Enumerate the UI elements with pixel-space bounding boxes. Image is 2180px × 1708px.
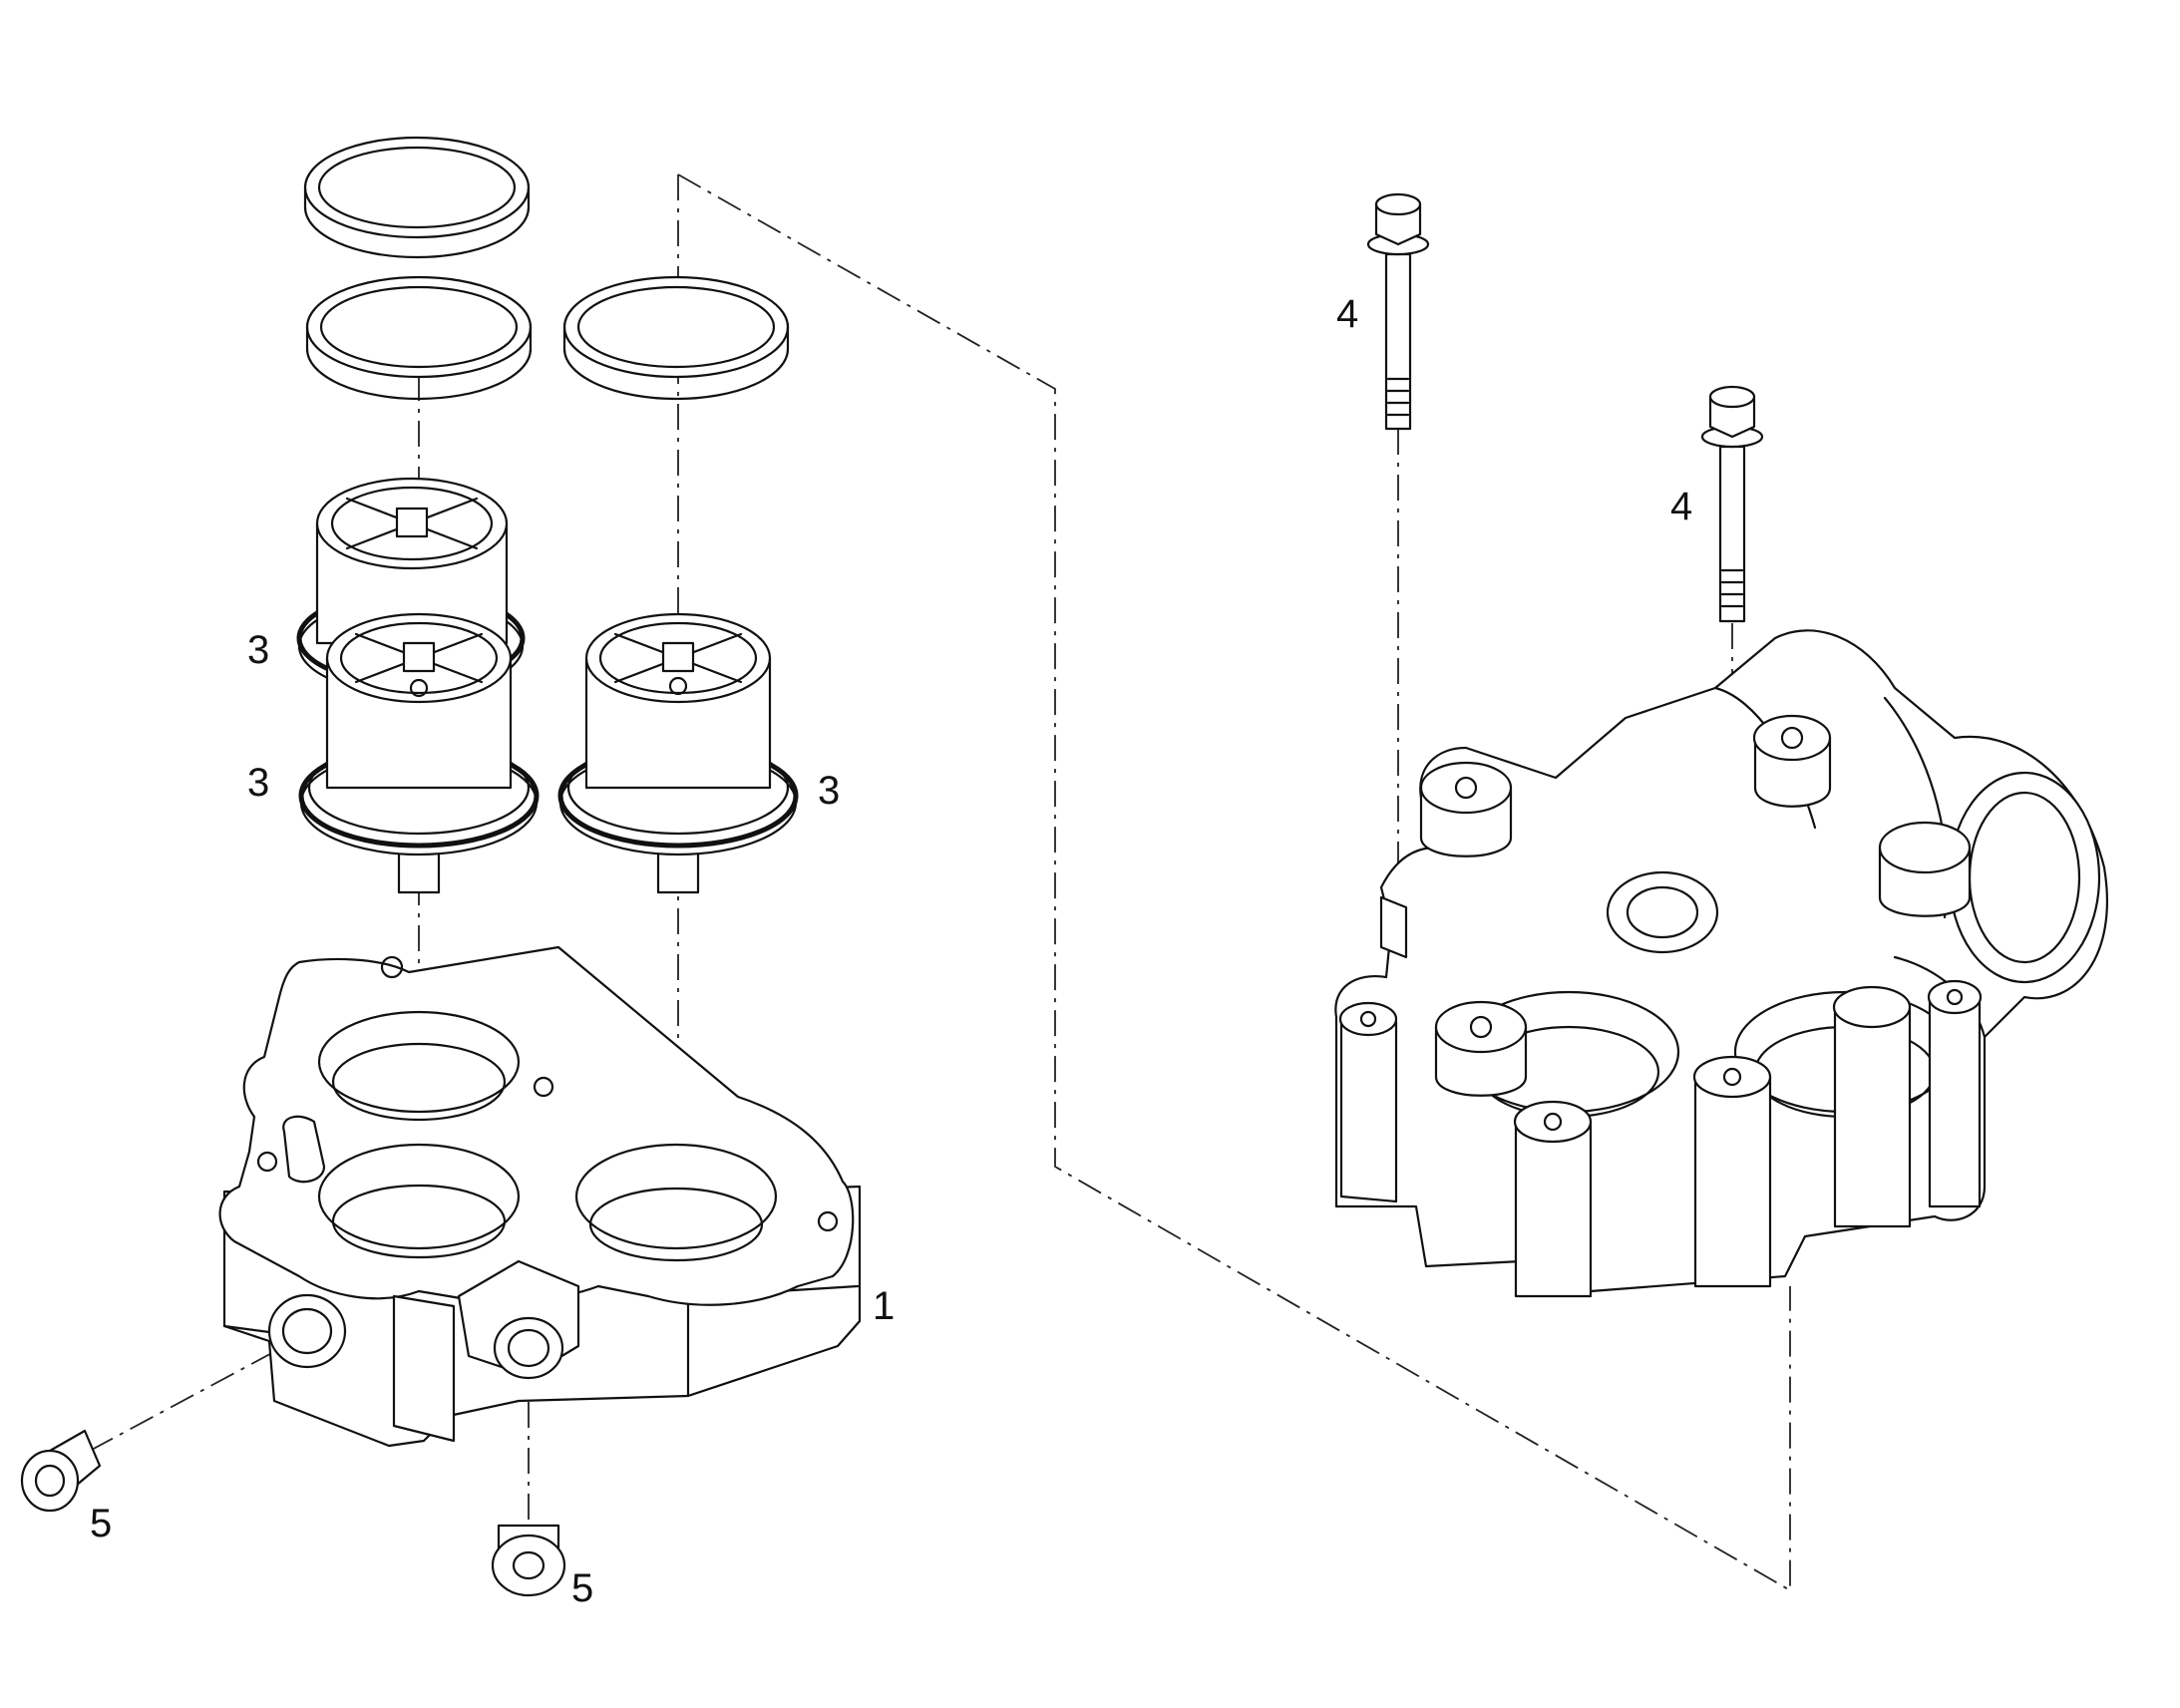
plug-right xyxy=(491,1524,566,1597)
callout-thermostat-back: 3 xyxy=(247,628,270,672)
callout-thermostat-front: 3 xyxy=(247,761,270,805)
thermostat-front xyxy=(298,612,540,894)
thermostat-housing xyxy=(218,945,862,1448)
callout-plug-right: 5 xyxy=(571,1566,594,1610)
callout-plug-left: 5 xyxy=(90,1502,113,1545)
sealing-ring-top xyxy=(303,136,531,259)
plug-left xyxy=(20,1429,102,1513)
sealing-ring-middle xyxy=(305,275,533,401)
callout-bolt-right: 4 xyxy=(1670,485,1693,528)
thermostat-cover xyxy=(1334,629,2109,1298)
callout-thermostat-right: 3 xyxy=(818,769,841,813)
callout-bolt-left: 4 xyxy=(1336,292,1359,336)
thermostat-right xyxy=(557,612,799,894)
callout-housing: 1 xyxy=(873,1284,896,1328)
sealing-ring-right xyxy=(562,275,790,401)
bolt-left xyxy=(1366,192,1430,431)
bolt-right xyxy=(1700,385,1764,623)
